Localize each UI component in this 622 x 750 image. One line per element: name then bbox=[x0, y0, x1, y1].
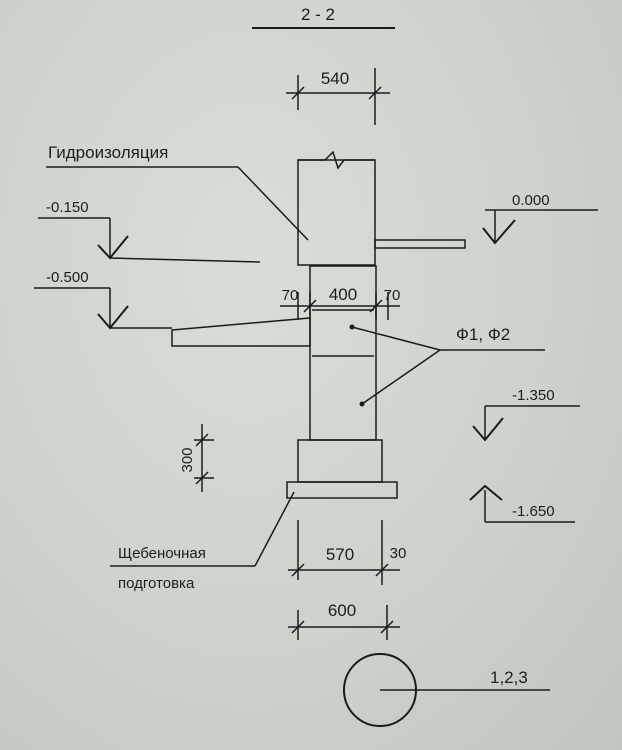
level-marker-minus-1650: -1.650 bbox=[469, 484, 575, 523]
level-minus-1350: -1.350 bbox=[512, 387, 555, 404]
dim-600: 600 bbox=[328, 601, 356, 620]
dimension-base: 570 30 bbox=[288, 520, 406, 585]
rebar-callout: Ф1, Ф2 bbox=[351, 325, 545, 405]
footing-block bbox=[297, 439, 383, 483]
dimension-block-height: 300 bbox=[179, 424, 214, 492]
rebar-label: Ф1, Ф2 bbox=[456, 325, 510, 344]
dimension-wall-width: 540 bbox=[286, 68, 390, 125]
dim-30: 30 bbox=[390, 545, 407, 562]
gravel-label-1: Щебеночная bbox=[118, 545, 206, 562]
waterproofing-callout: Гидроизоляция bbox=[46, 143, 309, 241]
dim-70-right: 70 bbox=[384, 287, 401, 304]
gravel-label-2: подготовка bbox=[118, 575, 195, 592]
waterproofing-label: Гидроизоляция bbox=[48, 143, 168, 162]
gravel-callout: Щебеночная подготовка bbox=[110, 491, 295, 592]
level-zero: 0.000 bbox=[512, 192, 550, 209]
dim-540: 540 bbox=[321, 69, 349, 88]
level-minus-150: -0.150 bbox=[46, 199, 89, 216]
dimension-bottom: 600 bbox=[288, 601, 400, 640]
floor-slab bbox=[374, 239, 466, 249]
gravel-bedding bbox=[286, 481, 398, 499]
level-marker-minus-500: -0.500 bbox=[34, 269, 172, 330]
reference-bubble: 1,2,3 bbox=[343, 653, 550, 727]
section-title: 2 - 2 bbox=[301, 5, 335, 24]
level-minus-1650: -1.650 bbox=[512, 503, 555, 520]
dim-70-left: 70 bbox=[282, 287, 299, 304]
bubble-label: 1,2,3 bbox=[490, 668, 528, 687]
level-marker-minus-150: -0.150 bbox=[38, 199, 261, 263]
dim-400: 400 bbox=[329, 285, 357, 304]
dim-570: 570 bbox=[326, 545, 354, 564]
blind-area bbox=[171, 317, 311, 347]
level-minus-500: -0.500 bbox=[46, 269, 89, 286]
dimension-column: 70 400 70 bbox=[280, 285, 400, 320]
level-marker-minus-1350: -1.350 bbox=[472, 387, 580, 442]
level-marker-zero: 0.000 bbox=[482, 192, 598, 245]
dim-300: 300 bbox=[179, 447, 196, 472]
brick-wall bbox=[297, 150, 376, 266]
